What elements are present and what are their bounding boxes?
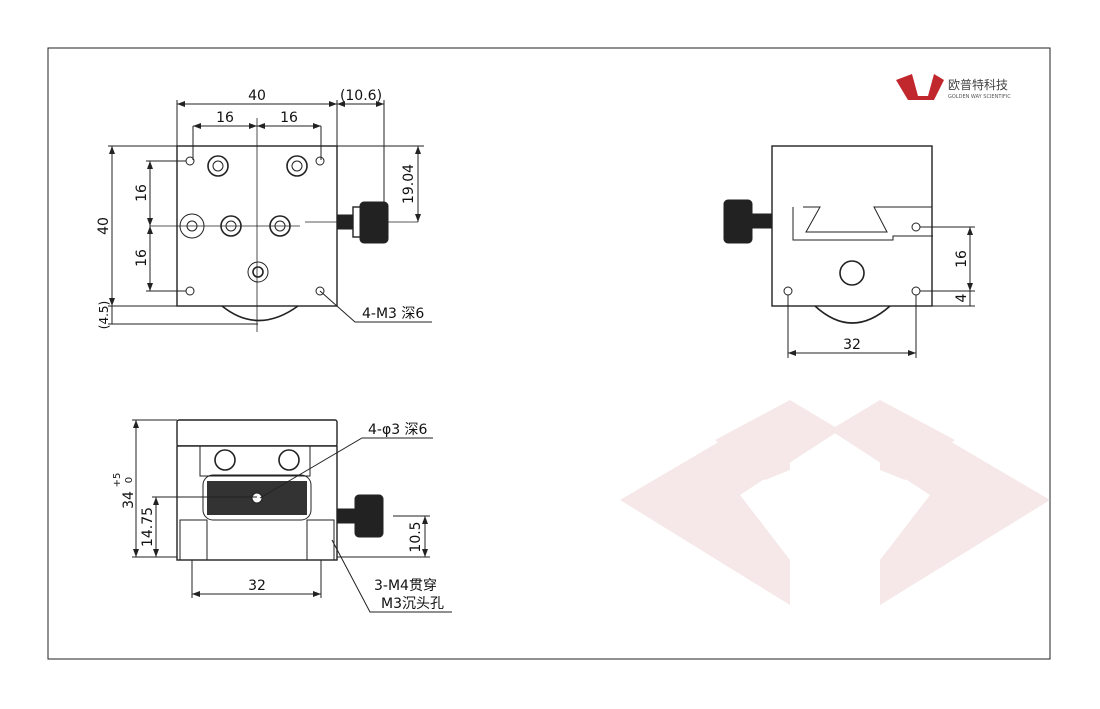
dim-knob-height: 10.5 xyxy=(408,521,424,552)
dim-height: 34 xyxy=(121,491,137,509)
dim-height: 40 xyxy=(96,217,112,235)
dim-wheel-height: 14.75 xyxy=(140,507,156,547)
screw-icon xyxy=(251,492,263,504)
watermark-logo xyxy=(620,400,1050,605)
top-plate xyxy=(176,419,338,447)
hex-bolt-icon xyxy=(179,155,308,283)
wheel-arc xyxy=(814,305,891,324)
logo-name-cn: 欧普特科技 xyxy=(948,77,1008,92)
dim-v-upper: 16 xyxy=(134,184,150,202)
hex-bolt-icon xyxy=(214,449,236,471)
dim-knob-height: 19.04 xyxy=(401,164,417,204)
note-holes: 4-M3 深6 xyxy=(362,306,424,322)
logo-name-en: GOLDEN WAY SCIENTIFIC xyxy=(948,94,1011,100)
knob-icon xyxy=(723,199,773,244)
dim-h-32: 32 xyxy=(843,337,861,353)
drawing-frame xyxy=(47,47,1051,660)
company-logo: 欧普特科技 GOLDEN WAY SCIENTIFIC xyxy=(896,74,1011,100)
tol-lower: 0 xyxy=(124,477,135,483)
dim-v-4: 4 xyxy=(954,293,970,302)
dim-wheel: (4.5) xyxy=(97,301,111,329)
dim-hole-right: 16 xyxy=(280,110,298,126)
knob-icon xyxy=(336,494,384,538)
dim-v-16: 16 xyxy=(954,250,970,268)
note-top: 4-φ3 深6 xyxy=(368,422,428,438)
dim-width: 40 xyxy=(248,88,266,104)
logo-mark-icon xyxy=(896,74,944,100)
front-view: 34 +5 0 14.75 10.5 32 4-φ3 深6 3-M4贯穿 M3沉… xyxy=(112,419,452,613)
note-bottom-1: 3-M4贯穿 xyxy=(374,578,437,594)
note-bottom-2: M3沉头孔 xyxy=(381,596,444,612)
knob-icon xyxy=(336,201,389,244)
wheel-arc xyxy=(221,305,299,322)
dim-knob: (10.6) xyxy=(340,88,382,104)
dim-base: 32 xyxy=(248,578,266,594)
tol-upper: +5 xyxy=(112,473,123,488)
side-body xyxy=(771,145,933,307)
dim-hole-left: 16 xyxy=(216,110,234,126)
hole-icon xyxy=(839,260,865,286)
hex-bolt-icon xyxy=(278,449,300,471)
dim-v-lower: 16 xyxy=(134,249,150,267)
top-view: 40 (10.6) 16 16 40 16 16 19.04 (4.5) 4-M… xyxy=(96,88,432,332)
side-view: 16 4 32 xyxy=(723,145,975,358)
